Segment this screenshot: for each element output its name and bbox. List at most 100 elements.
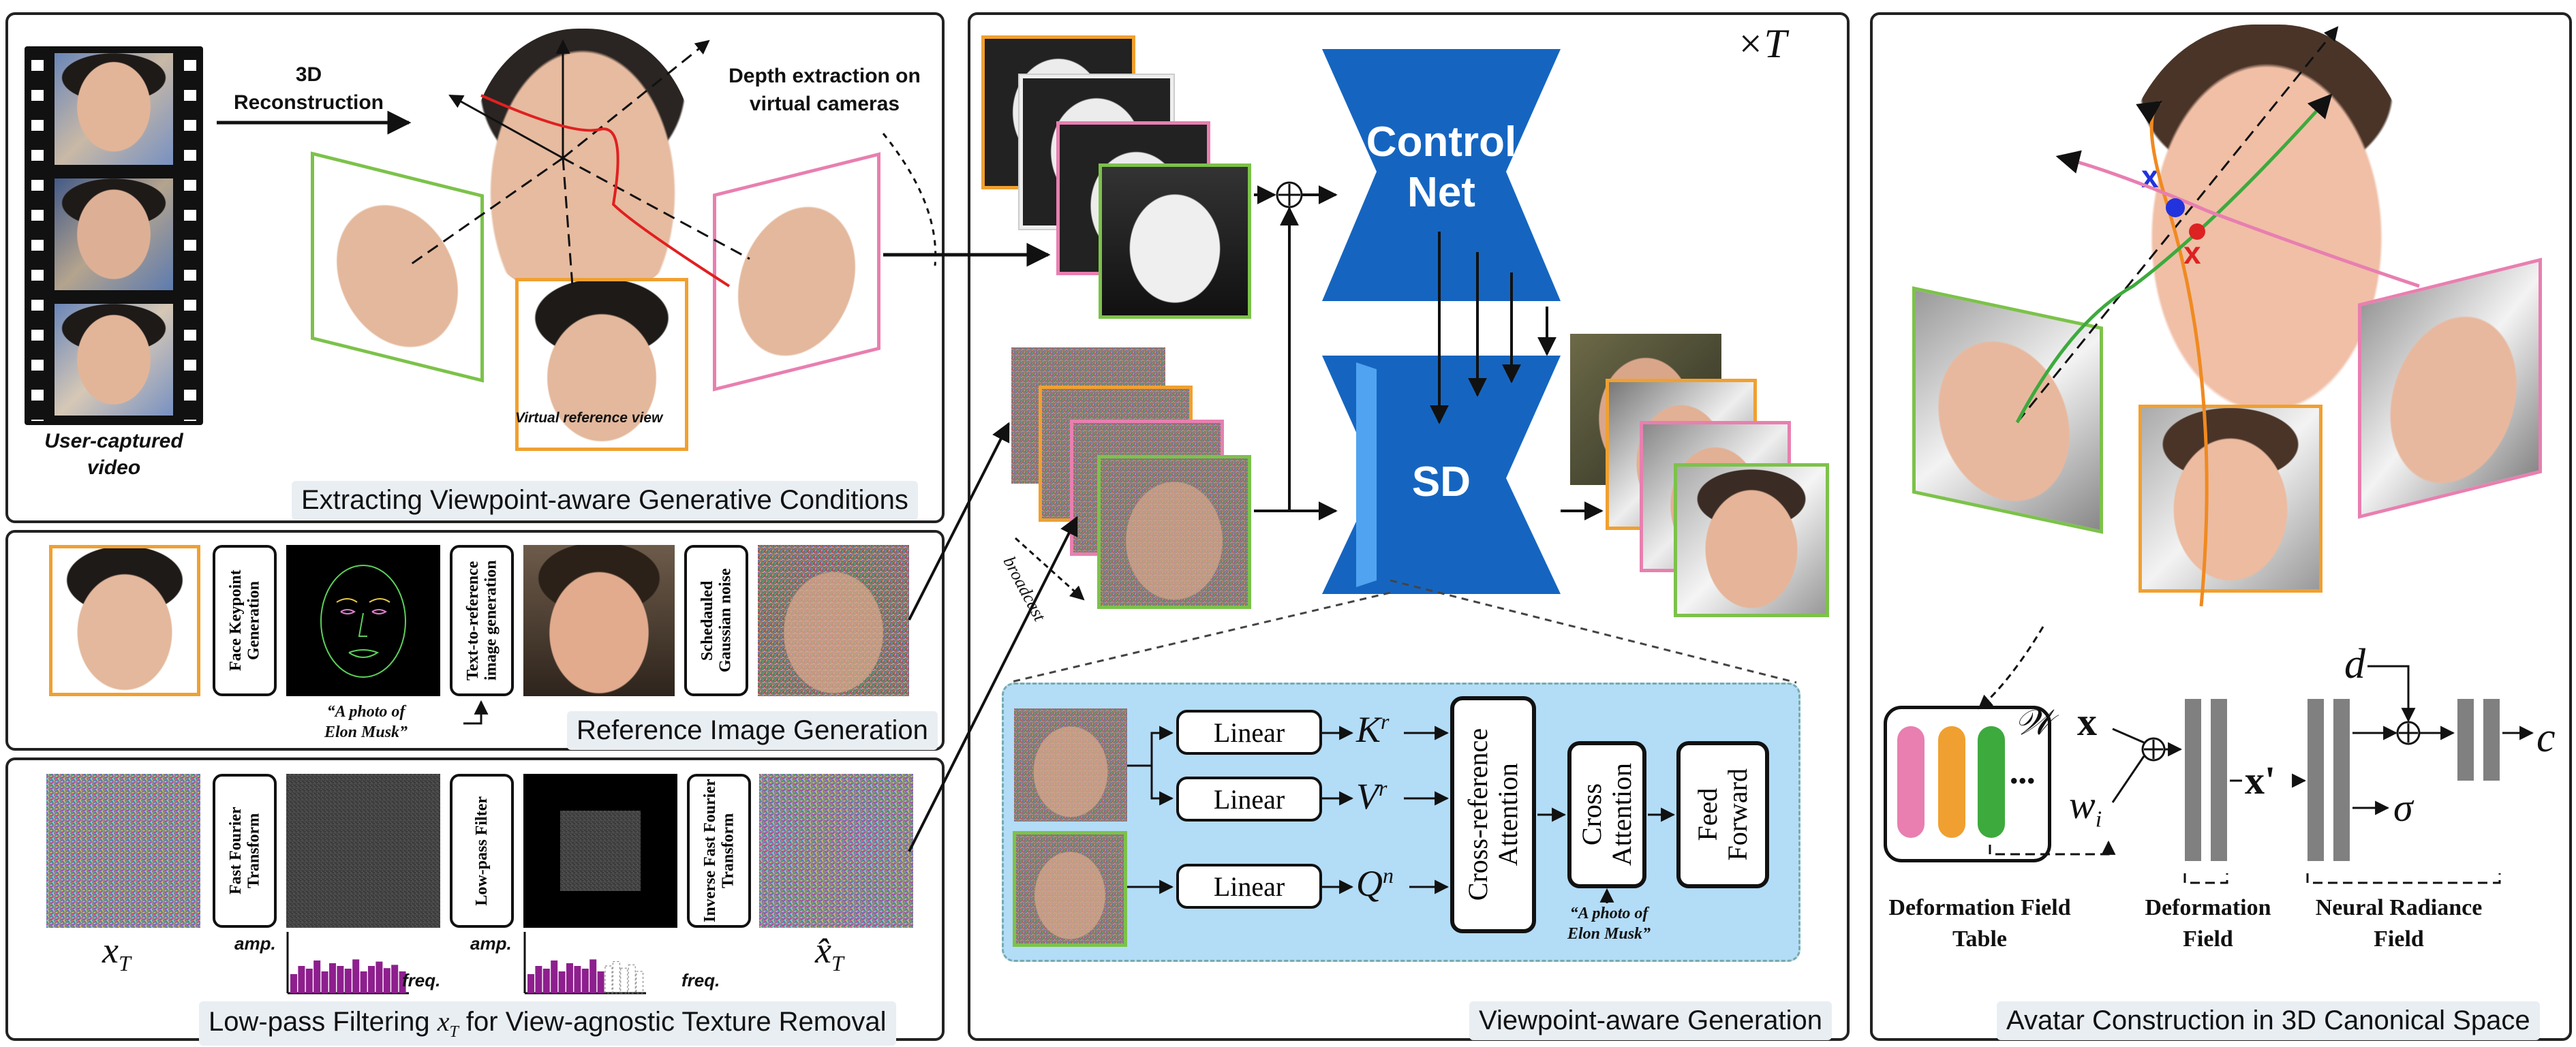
attention-block <box>1002 683 1800 962</box>
user-video-label: User-captured video <box>44 430 183 479</box>
sigma-symbol: σ <box>2393 785 2413 830</box>
histogram-bar <box>360 971 367 993</box>
lowpass-to-generation <box>908 516 1078 852</box>
histogram-bar <box>344 969 352 993</box>
histogram-bar <box>321 971 328 993</box>
histogram-bar <box>337 966 344 993</box>
amp-label-2: amp. <box>470 933 512 954</box>
deform-layer-1 <box>2185 699 2201 861</box>
linear-q-box: Linear <box>1176 864 1322 909</box>
reference-portrait <box>523 545 675 696</box>
histogram-bar-filtered <box>535 966 542 993</box>
freq-label-1: freq. <box>402 970 441 990</box>
histogram-bar-filtered <box>628 964 636 994</box>
filtered-spectrum <box>523 774 677 928</box>
avatar-to-table <box>1978 626 2044 710</box>
user-face-crop <box>49 545 200 696</box>
keypoint-sketch <box>320 565 406 678</box>
histogram-bar <box>391 965 399 993</box>
blue-point <box>2166 198 2185 217</box>
feed-forward-box: Feed Forward <box>1676 741 1769 888</box>
avatar-ray-green <box>2015 93 2333 424</box>
controlnet-label: Control Net <box>1366 119 1517 217</box>
histogram-bar <box>298 966 305 993</box>
avatar-view-front <box>2138 405 2322 593</box>
histogram-bar-filtered <box>527 974 534 993</box>
avatar-head <box>2117 25 2417 406</box>
reconstructed-head <box>470 29 695 294</box>
Kr-symbol: Kr <box>1356 709 1390 750</box>
caption-lowpass: Low-pass Filtering xT for View-agnostic … <box>199 1001 896 1046</box>
zoom-right <box>1390 579 1797 684</box>
output-view-4 <box>1674 463 1829 617</box>
wi-symbol: wi <box>2069 783 2102 832</box>
histogram-bar-filtered <box>551 960 558 993</box>
nerf-bracket <box>2306 873 2501 884</box>
camera-ray-right-dash <box>562 157 750 260</box>
zoom-left <box>1008 591 1391 684</box>
camera-ray-left <box>448 94 564 159</box>
controlnet-shape <box>1322 49 1561 301</box>
deform-bracket <box>2183 873 2228 884</box>
keypoint-map <box>286 545 440 696</box>
x-input-symbol: x <box>2077 700 2097 744</box>
nerf-layer-2 <box>2333 699 2350 861</box>
caption-lowpass-math: xT <box>437 1006 459 1041</box>
reconstruction-label: 3D Reconstruction <box>233 63 384 114</box>
histogram-bar-filtered <box>542 969 550 993</box>
histogram-bar-filtered <box>589 959 597 993</box>
broadcast-arrow <box>1014 537 1085 601</box>
avatar-dashed-ray <box>2016 26 2339 423</box>
linear-q-text: Linear <box>1213 871 1285 902</box>
histogram-bar-filtered <box>612 961 620 994</box>
depth-map-green <box>1099 163 1251 319</box>
histogram-bar-filtered <box>636 971 644 994</box>
virtual-reference-view <box>515 278 688 451</box>
histogram-bar <box>352 959 360 993</box>
depth-arc <box>882 133 937 266</box>
noise-box: Schedauled Gaussian noise <box>684 545 748 696</box>
attention-prompt: “A photo of Elon Musk” <box>1567 905 1651 943</box>
Qn-symbol: Qn <box>1356 863 1394 904</box>
W-symbol: 𝒲 <box>2014 704 2052 743</box>
face-keypoint-box: Face Keypoint Generation <box>213 545 277 696</box>
linear-v-text: Linear <box>1213 783 1285 815</box>
network-shapes <box>1322 49 1561 594</box>
histogram-bar <box>305 969 313 993</box>
histogram-bar <box>313 960 321 993</box>
depth-extraction-label: Depth extraction on virtual cameras <box>729 65 921 115</box>
cross-ref-attention-box: Cross-reference Attention <box>1450 696 1536 933</box>
video-filmstrip <box>25 46 203 425</box>
latent-code-green <box>1978 726 2005 838</box>
video-frame-3 <box>55 304 173 416</box>
camera-ray-left-dash <box>408 157 564 267</box>
c-symbol: c <box>2536 715 2556 761</box>
histogram-bar-filtered <box>566 963 573 993</box>
camera-ray-right <box>562 40 710 159</box>
histogram-bar-filtered <box>604 965 613 994</box>
histogram-bar-filtered <box>574 966 581 993</box>
ref-to-generation <box>908 422 1010 621</box>
xT-symbol: xT <box>102 930 131 975</box>
freq-label-2: freq. <box>681 970 720 990</box>
deform-field-label: Deformation Field <box>2145 895 2271 952</box>
caption-avatar: Avatar Construction in 3D Canonical Spac… <box>1997 1001 2540 1040</box>
ifft-box: Inverse Fast Fourier Transform <box>687 774 751 928</box>
sd-label: SD <box>1411 458 1471 505</box>
deform-table-label: Deformation Field Table <box>1888 895 2071 952</box>
caption-generation: Viewpoint-aware Generation <box>1469 1001 1833 1040</box>
linear-v-box: Linear <box>1176 777 1322 822</box>
histogram-bar <box>399 971 406 993</box>
wi-dash <box>1989 840 2116 856</box>
reference-prompt: “A photo of Elon Musk” <box>324 703 408 741</box>
nerf-label: Neural Radiance Field <box>2315 895 2483 952</box>
histograms <box>286 932 646 995</box>
noisy-latent-green <box>1097 455 1251 609</box>
attn-view-image <box>1013 831 1127 947</box>
histogram-bar-filtered <box>581 969 589 993</box>
noise-xhatT <box>759 774 913 928</box>
deform-layer-2 <box>2211 699 2227 861</box>
histogram-bar <box>383 968 390 993</box>
fft-spectrum <box>286 774 440 928</box>
